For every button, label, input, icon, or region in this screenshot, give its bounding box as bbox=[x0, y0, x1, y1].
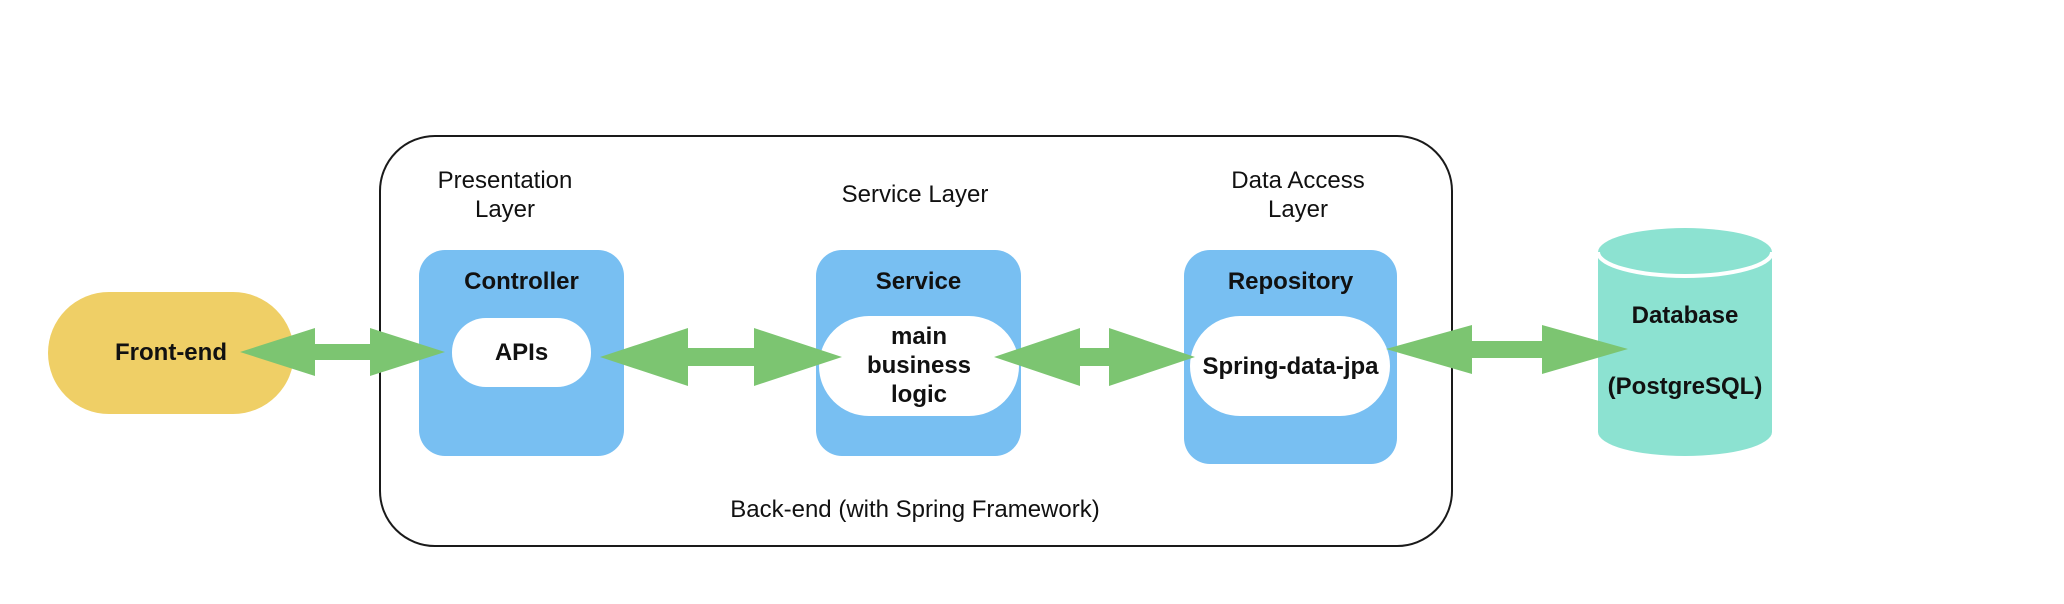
arrow-frontend-controller bbox=[240, 328, 445, 376]
presentation-layer-title-line2: Layer bbox=[474, 196, 536, 223]
business-logic-label: main business logic bbox=[819, 322, 1019, 409]
presentation-layer-title-line1: Presentation bbox=[437, 167, 573, 194]
presentation-layer-title: Presentation Layer bbox=[405, 166, 605, 224]
business-logic-line2: business bbox=[866, 352, 972, 379]
data-access-layer-title: Data Access Layer bbox=[1198, 166, 1398, 224]
service-layer-title: Service Layer bbox=[841, 181, 989, 208]
business-logic-line3: logic bbox=[890, 381, 947, 408]
business-logic-line1: main bbox=[890, 323, 947, 350]
database-cylinder-body bbox=[1598, 252, 1772, 456]
repository-label: Repository bbox=[1227, 268, 1354, 295]
database-type-label: (PostgreSQL) bbox=[1607, 373, 1763, 400]
business-logic-pill bbox=[819, 316, 1019, 416]
spring-data-jpa-label: Spring-data-jpa bbox=[1202, 353, 1379, 380]
arrow-repository-database bbox=[1386, 325, 1628, 374]
backend-label: Back-end (with Spring Framework) bbox=[730, 496, 1100, 523]
frontend-label: Front-end bbox=[115, 339, 227, 366]
spring-data-jpa-pill bbox=[1190, 316, 1390, 416]
data-access-layer-title-line1: Data Access bbox=[1231, 167, 1365, 194]
apis-pill bbox=[452, 318, 591, 387]
controller-label: Controller bbox=[464, 268, 579, 295]
database-label: Database bbox=[1631, 302, 1739, 329]
database-cylinder-top bbox=[1598, 228, 1772, 276]
service-label: Service bbox=[875, 268, 962, 295]
data-access-layer-title-line2: Layer bbox=[1267, 196, 1329, 223]
arrow-service-repository bbox=[994, 328, 1195, 386]
frontend-node bbox=[48, 292, 294, 414]
arrow-controller-service bbox=[600, 328, 842, 386]
apis-label: APIs bbox=[494, 339, 549, 366]
database-cylinder-rim bbox=[1596, 251, 1774, 278]
